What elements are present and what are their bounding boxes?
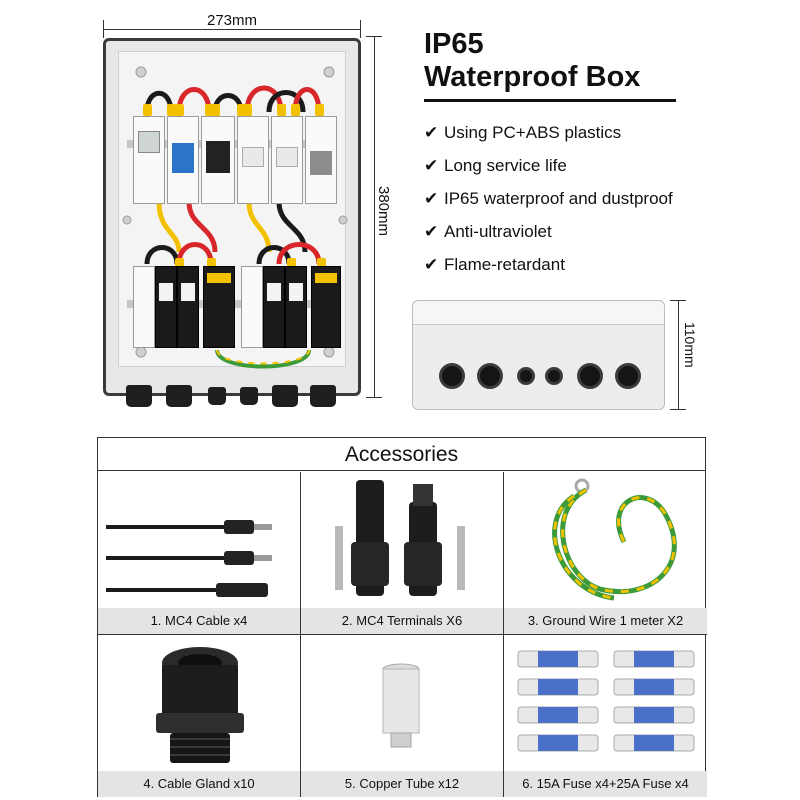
accessory-cell-mc4-terminals: 2. MC4 Terminals X6: [301, 472, 504, 635]
energy-meter-module: [133, 116, 165, 204]
cable-gland: [272, 385, 298, 407]
check-icon: ✔: [424, 123, 439, 142]
mc4-cable-image: [98, 472, 300, 629]
height-dimension: 380mm: [366, 36, 398, 398]
check-icon: ✔: [424, 255, 439, 274]
cable-gland-small: [208, 387, 226, 405]
copper-tube-image: [301, 635, 503, 773]
feature-item: ✔IP65 waterproof and dustproof: [424, 187, 673, 220]
feature-item: ✔Anti-ultraviolet: [424, 220, 673, 253]
cable-gland: [166, 385, 192, 407]
width-dimension-label: 273mm: [206, 12, 258, 29]
gland-hole: [477, 363, 503, 389]
product-title-line2: Waterproof Box: [424, 61, 641, 93]
fuse-holder-black: [263, 266, 285, 348]
width-dimension: 273mm: [103, 12, 361, 38]
box-interior: [118, 51, 348, 369]
feature-item: ✔Long service life: [424, 154, 673, 187]
surge-relay-module: [237, 116, 269, 204]
check-icon: ✔: [424, 222, 439, 241]
box-lid: [413, 301, 664, 325]
accessory-cell-copper-tube: 5. Copper Tube x12: [301, 635, 504, 797]
accessory-cell-cable-gland: 4. Cable Gland x10: [98, 635, 301, 797]
check-icon: ✔: [424, 156, 439, 175]
accessory-caption: 5. Copper Tube x12: [301, 771, 503, 797]
junction-box-side-view: [412, 300, 665, 410]
blue-breaker-module: [167, 116, 199, 204]
depth-dimension-label: 110mm: [682, 322, 698, 368]
gland-hole: [439, 363, 465, 389]
mc4-terminals-image: [301, 472, 503, 610]
fuse-holder: [133, 266, 155, 348]
feature-item: ✔Flame-retardant: [424, 253, 673, 286]
accessories-title: Accessories: [98, 438, 705, 471]
accessory-caption: 2. MC4 Terminals X6: [301, 608, 503, 634]
cable-gland: [310, 385, 336, 407]
breaker-module: [271, 116, 303, 204]
wiring-diagram: [122, 66, 348, 369]
height-dimension-label: 380mm: [375, 186, 392, 237]
fuse-holder-black: [155, 266, 177, 348]
product-title: IP65 Waterproof Box: [424, 28, 640, 94]
voltage-display-module: [201, 116, 235, 204]
ground-wire-image: [504, 472, 707, 610]
gland-hole-small: [545, 367, 563, 385]
accessory-caption: 3. Ground Wire 1 meter X2: [504, 608, 707, 634]
junction-box-front-view: [103, 38, 361, 407]
fuses-image: [504, 635, 707, 773]
feature-list: ✔Using PC+ABS plastics ✔Long service lif…: [424, 121, 673, 286]
feature-item: ✔Using PC+ABS plastics: [424, 121, 673, 154]
depth-dimension: 110mm: [668, 300, 698, 410]
cable-gland: [126, 385, 152, 407]
accessory-caption: 1. MC4 Cable x4: [98, 608, 300, 634]
fuse-holder: [241, 266, 263, 348]
check-icon: ✔: [424, 189, 439, 208]
title-underline: [424, 99, 676, 102]
spd-module-grey: [305, 116, 337, 204]
gland-hole: [615, 363, 641, 389]
accessory-cell-fuses: 6. 15A Fuse x4+25A Fuse x4: [504, 635, 707, 797]
gland-hole: [577, 363, 603, 389]
accessories-panel: Accessories 1. MC4 Cable x4 2. MC4 Termi…: [97, 437, 707, 797]
surge-protector: [203, 266, 235, 348]
surge-protector: [311, 266, 341, 348]
accessory-cell-ground-wire: 3. Ground Wire 1 meter X2: [504, 472, 707, 635]
cable-gland-image: [98, 635, 300, 773]
fuse-holder-black: [285, 266, 307, 348]
gland-hole-small: [517, 367, 535, 385]
cable-gland-small: [240, 387, 258, 405]
accessory-caption: 4. Cable Gland x10: [98, 771, 300, 797]
fuse-holder-black: [177, 266, 199, 348]
accessory-cell-mc4-cable: 1. MC4 Cable x4: [98, 472, 301, 635]
accessory-caption: 6. 15A Fuse x4+25A Fuse x4: [504, 771, 707, 797]
product-title-line1: IP65: [424, 28, 484, 60]
